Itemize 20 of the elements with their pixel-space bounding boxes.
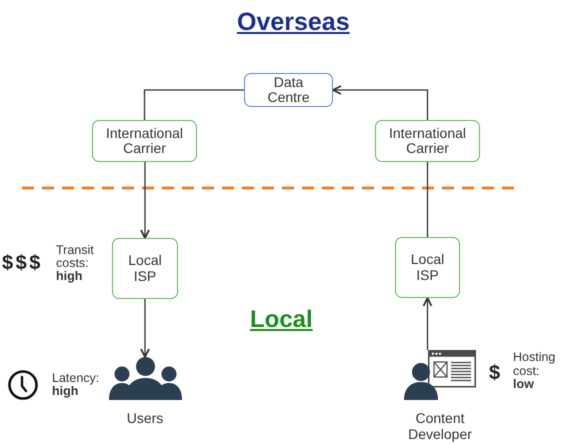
region-heading: Local <box>250 306 313 334</box>
arrow <box>332 85 428 120</box>
connector-line <box>426 162 428 237</box>
process-box: International Carrier <box>375 120 480 162</box>
process-box: Data Centre <box>244 73 333 107</box>
process-box: International Carrier <box>92 120 197 162</box>
connector-line <box>144 89 244 120</box>
process-box: Local ISP <box>112 238 178 299</box>
process-box: Local ISP <box>395 237 460 298</box>
node-label: Content Developer <box>407 410 473 442</box>
note-text: Transit costs: high <box>56 244 95 283</box>
cost-symbol: $$$ <box>2 252 43 275</box>
node-label: Users <box>126 410 164 426</box>
arrow <box>422 297 432 350</box>
arrow <box>140 162 150 239</box>
cost-symbol: $ <box>489 362 500 385</box>
arrow <box>140 299 150 358</box>
note-text: Hosting cost: low <box>513 351 556 392</box>
region-heading: Overseas <box>237 8 350 37</box>
note-text: Latency: high <box>52 372 100 398</box>
